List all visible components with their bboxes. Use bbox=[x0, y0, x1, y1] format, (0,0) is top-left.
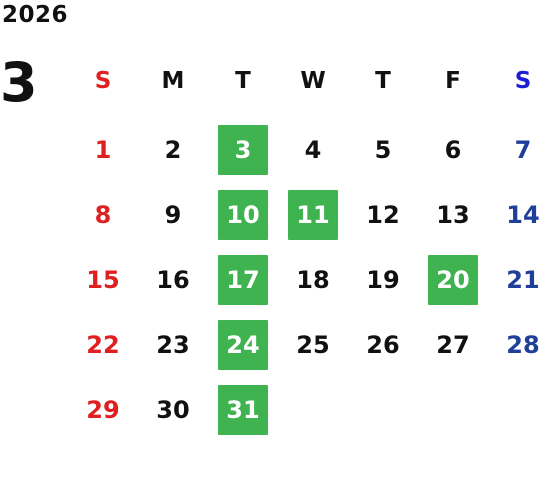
day-cell[interactable]: 20 bbox=[418, 255, 488, 305]
week-row: 15 16 17 18 19 20 21 bbox=[68, 255, 548, 320]
weekday-tuesday: T bbox=[235, 68, 251, 94]
day-number: 4 bbox=[304, 136, 322, 164]
day-cell[interactable]: 18 bbox=[278, 255, 348, 305]
day-number: 2 bbox=[164, 136, 182, 164]
day-number: 21 bbox=[506, 266, 540, 294]
day-number: 14 bbox=[506, 201, 540, 229]
day-cell[interactable]: 1 bbox=[68, 125, 138, 175]
day-number: 8 bbox=[94, 201, 112, 229]
week-row: 29 30 31 bbox=[68, 385, 548, 450]
day-number: 1 bbox=[94, 136, 112, 164]
day-cell[interactable]: 23 bbox=[138, 320, 208, 370]
empty-day bbox=[358, 385, 408, 435]
day-number-highlighted: 10 bbox=[218, 190, 268, 240]
calendar-grid: S M T W T F S 1 2 3 4 5 6 7 8 9 10 11 12… bbox=[68, 60, 548, 450]
week-row: 1 2 3 4 5 6 7 bbox=[68, 125, 548, 190]
weekday-saturday: S bbox=[514, 68, 532, 94]
day-number: 18 bbox=[296, 266, 330, 294]
day-number: 25 bbox=[296, 331, 330, 359]
day-number: 15 bbox=[86, 266, 120, 294]
day-cell[interactable]: 5 bbox=[348, 125, 418, 175]
day-number-highlighted: 31 bbox=[218, 385, 268, 435]
day-cell bbox=[488, 385, 548, 435]
day-number-highlighted: 20 bbox=[428, 255, 478, 305]
day-number: 23 bbox=[156, 331, 190, 359]
day-number-highlighted: 11 bbox=[288, 190, 338, 240]
day-number-highlighted: 17 bbox=[218, 255, 268, 305]
day-cell[interactable]: 22 bbox=[68, 320, 138, 370]
empty-day bbox=[428, 385, 478, 435]
empty-day bbox=[288, 385, 338, 435]
week-row: 22 23 24 25 26 27 28 bbox=[68, 320, 548, 385]
day-number: 30 bbox=[156, 396, 190, 424]
day-cell[interactable]: 11 bbox=[278, 190, 348, 240]
day-number: 6 bbox=[444, 136, 462, 164]
day-cell[interactable]: 21 bbox=[488, 255, 548, 305]
weekday-header-row: S M T W T F S bbox=[68, 60, 548, 125]
day-cell bbox=[278, 385, 348, 435]
day-cell[interactable]: 29 bbox=[68, 385, 138, 435]
month-label: 3 bbox=[0, 51, 38, 114]
weekday-sunday: S bbox=[94, 68, 112, 94]
day-cell[interactable]: 24 bbox=[208, 320, 278, 370]
day-number-highlighted: 3 bbox=[218, 125, 268, 175]
day-cell[interactable]: 13 bbox=[418, 190, 488, 240]
day-number: 16 bbox=[156, 266, 190, 294]
day-cell[interactable]: 30 bbox=[138, 385, 208, 435]
day-number: 19 bbox=[366, 266, 400, 294]
day-cell[interactable]: 2 bbox=[138, 125, 208, 175]
day-number: 9 bbox=[164, 201, 182, 229]
day-cell[interactable]: 9 bbox=[138, 190, 208, 240]
weekday-monday: M bbox=[161, 68, 185, 94]
day-number: 27 bbox=[436, 331, 470, 359]
day-cell[interactable]: 26 bbox=[348, 320, 418, 370]
day-cell[interactable]: 25 bbox=[278, 320, 348, 370]
day-cell[interactable]: 17 bbox=[208, 255, 278, 305]
day-number: 13 bbox=[436, 201, 470, 229]
day-number: 28 bbox=[506, 331, 540, 359]
day-cell bbox=[348, 385, 418, 435]
day-number: 26 bbox=[366, 331, 400, 359]
day-number: 22 bbox=[86, 331, 120, 359]
day-number: 12 bbox=[366, 201, 400, 229]
year-label: 2026 bbox=[2, 2, 69, 28]
day-cell[interactable]: 19 bbox=[348, 255, 418, 305]
weekday-friday: F bbox=[445, 68, 461, 94]
day-cell[interactable]: 31 bbox=[208, 385, 278, 435]
weekday-wednesday: W bbox=[300, 68, 326, 94]
weekday-thursday: T bbox=[375, 68, 391, 94]
day-cell[interactable]: 15 bbox=[68, 255, 138, 305]
week-row: 8 9 10 11 12 13 14 bbox=[68, 190, 548, 255]
day-cell[interactable]: 27 bbox=[418, 320, 488, 370]
day-cell[interactable]: 28 bbox=[488, 320, 548, 370]
day-cell[interactable]: 16 bbox=[138, 255, 208, 305]
day-cell[interactable]: 3 bbox=[208, 125, 278, 175]
day-cell[interactable]: 8 bbox=[68, 190, 138, 240]
day-cell[interactable]: 6 bbox=[418, 125, 488, 175]
day-number: 7 bbox=[514, 136, 532, 164]
day-number: 5 bbox=[374, 136, 392, 164]
day-number-highlighted: 24 bbox=[218, 320, 268, 370]
day-cell[interactable]: 14 bbox=[488, 190, 548, 240]
empty-day bbox=[498, 385, 548, 435]
day-cell[interactable]: 10 bbox=[208, 190, 278, 240]
day-cell[interactable]: 7 bbox=[488, 125, 548, 175]
day-number: 29 bbox=[86, 396, 120, 424]
day-cell[interactable]: 12 bbox=[348, 190, 418, 240]
day-cell bbox=[418, 385, 488, 435]
day-cell[interactable]: 4 bbox=[278, 125, 348, 175]
